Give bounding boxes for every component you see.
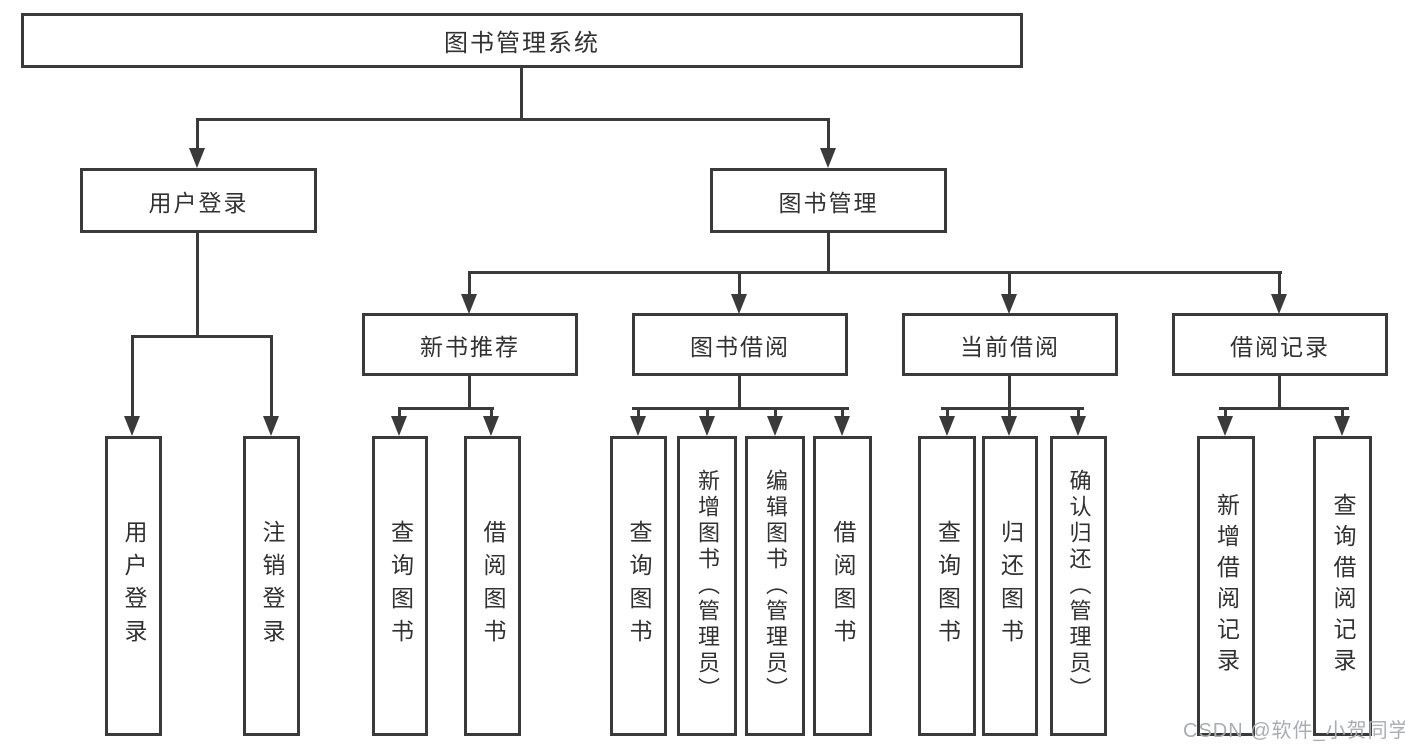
node-label: 图书管理 (778, 189, 879, 216)
arrow-down-icon (834, 416, 850, 436)
node-borrow-record: 借阅记录 (1172, 313, 1388, 376)
connector-vline (131, 335, 134, 418)
leaf-label: 用户登录 (121, 520, 147, 652)
arrow-down-icon (939, 416, 955, 436)
leaf-query-book-borrow: 查询图书 (610, 436, 667, 736)
connector-vline (1341, 407, 1344, 419)
connector-hline (398, 407, 494, 410)
connector-vline (1224, 407, 1227, 419)
connector-vline (637, 407, 640, 419)
leaf-label: 新增借阅记录 (1213, 493, 1240, 679)
connector-vline (841, 407, 844, 419)
connector-vline (196, 233, 199, 337)
leaf-add-borrow-record: 新增借阅记录 (1197, 436, 1255, 736)
arrow-down-icon (1271, 294, 1287, 314)
node-label: 图书借阅 (690, 333, 790, 360)
connector-vline (1008, 407, 1011, 419)
arrow-down-icon (630, 416, 646, 436)
connector-vline (196, 118, 199, 151)
node-label: 新书推荐 (420, 333, 520, 360)
leaf-add-book-admin: 新增图书（管理员） (677, 436, 737, 736)
leaf-label: 注销登录 (259, 520, 285, 652)
connector-hline (941, 407, 1084, 410)
leaf-confirm-return-admin: 确认归还（管理员） (1050, 436, 1107, 736)
connector-vline (827, 118, 830, 151)
leaf-label: 借阅图书 (830, 520, 856, 652)
arrow-down-icon (820, 148, 836, 168)
arrow-down-icon (189, 148, 205, 168)
arrow-down-icon (483, 416, 499, 436)
arrow-down-icon (461, 294, 477, 314)
arrow-down-icon (1001, 294, 1017, 314)
node-label: 用户登录 (148, 189, 249, 216)
leaf-label: 归还图书 (997, 520, 1024, 652)
leaf-edit-book-admin: 编辑图书（管理员） (745, 436, 805, 736)
leaf-query-borrow-record: 查询借阅记录 (1313, 436, 1372, 736)
leaf-borrow-book: 借阅图书 (813, 436, 872, 736)
connector-vline (490, 407, 493, 419)
connector-vline (1278, 376, 1281, 409)
leaf-label: 确认归还（管理员） (1066, 469, 1092, 703)
connector-vline (270, 335, 273, 418)
node-new-book-recommend: 新书推荐 (362, 313, 578, 376)
node-book-management: 图书管理 (710, 168, 947, 233)
arrow-down-icon (391, 416, 407, 436)
csdn-watermark: CSDN @软件_小贺同学 (1183, 720, 1405, 742)
connector-vline (774, 407, 777, 419)
leaf-label: 查询图书 (626, 520, 652, 652)
connector-hline (197, 118, 830, 121)
leaf-user-login: 用户登录 (105, 436, 162, 736)
connector-vline (1008, 271, 1011, 297)
connector-vline (738, 376, 741, 409)
connector-vline (468, 271, 471, 297)
arrow-down-icon (1334, 416, 1350, 436)
node-root-library-system: 图书管理系统 (21, 13, 1023, 68)
leaf-label: 查询借阅记录 (1330, 493, 1356, 679)
arrow-down-icon (124, 416, 140, 436)
connector-hline (132, 335, 273, 338)
leaf-return-book: 归还图书 (982, 436, 1038, 736)
arrow-down-icon (1217, 416, 1233, 436)
connector-hline (1219, 407, 1349, 410)
arrow-down-icon (767, 416, 783, 436)
connector-vline (946, 407, 949, 419)
arrow-down-icon (731, 294, 747, 314)
connector-vline (706, 407, 709, 419)
node-label: 图书管理系统 (444, 30, 600, 57)
connector-vline (1278, 271, 1281, 297)
arrow-down-icon (699, 416, 715, 436)
node-label: 借阅记录 (1230, 333, 1330, 360)
connector-vline (1077, 407, 1080, 419)
arrow-down-icon (1070, 416, 1086, 436)
leaf-label: 查询图书 (387, 520, 414, 652)
connector-hline (632, 407, 849, 410)
node-user-login: 用户登录 (80, 168, 317, 233)
connector-vline (520, 68, 523, 118)
leaf-query-book-current: 查询图书 (918, 436, 976, 736)
leaf-logout: 注销登录 (243, 436, 300, 736)
leaf-query-book-recommend: 查询图书 (372, 436, 428, 736)
node-book-borrow: 图书借阅 (632, 313, 848, 376)
connector-vline (1008, 376, 1011, 409)
connector-vline (468, 376, 471, 409)
leaf-label: 新增图书（管理员） (695, 469, 720, 703)
leaf-label: 查询图书 (934, 520, 961, 652)
node-current-borrow: 当前借阅 (902, 313, 1118, 376)
connector-vline (398, 407, 401, 419)
leaf-label: 编辑图书（管理员） (763, 469, 788, 703)
node-label: 当前借阅 (960, 333, 1060, 360)
arrow-down-icon (263, 416, 279, 436)
connector-vline (827, 233, 830, 273)
connector-hline (469, 271, 1282, 274)
leaf-borrow-book-recommend: 借阅图书 (464, 436, 521, 736)
leaf-label: 借阅图书 (480, 520, 506, 652)
arrow-down-icon (1001, 416, 1017, 436)
connector-vline (738, 271, 741, 297)
